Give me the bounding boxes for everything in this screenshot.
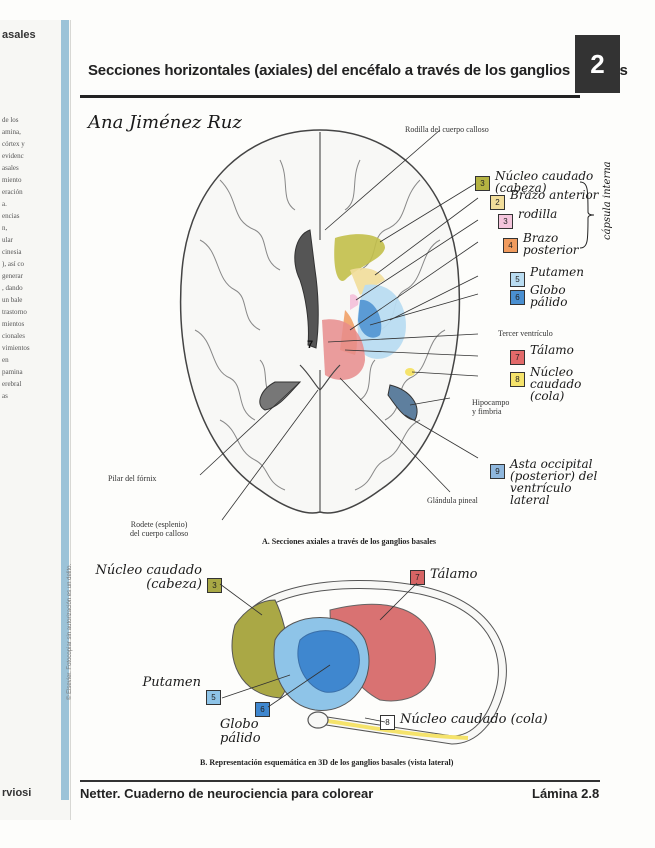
occipital-horn-right <box>387 384 418 421</box>
key-swatch-8: 8 <box>510 372 525 387</box>
globus-pallidus <box>358 299 382 338</box>
left-page-fragment: un bale <box>2 296 23 304</box>
left-page-edge: asales de los amina, córtex y evidenc asales… <box>0 20 71 820</box>
globus-pallidus-3d <box>297 630 360 693</box>
key-hand-label: Núcleo caudado (cola) <box>530 365 582 403</box>
key-hand-label-b: Núcleo caudado (cola) <box>400 712 548 727</box>
left-page-fragment: evidenc <box>2 152 24 160</box>
key-hand-label: Putamen <box>530 265 584 279</box>
key-swatch-2: 2 <box>490 195 505 210</box>
key-swatch-b-7: 7 <box>410 570 425 585</box>
book-title: Netter. Cuaderno de neurociencia para co… <box>80 786 374 801</box>
left-page-fragment: asales <box>2 164 19 172</box>
left-page-fragment: generar <box>2 272 23 280</box>
left-page-fragment: córtex y <box>2 140 25 148</box>
left-page-fragment: miento <box>2 176 22 184</box>
key-hand-label-b: Globo pálido <box>220 717 261 746</box>
footer-rule <box>80 780 600 782</box>
amygdala <box>307 711 329 729</box>
lateral-ventricle <box>294 229 319 349</box>
left-page-fragment: pamina <box>2 368 23 376</box>
key-hand-label: Asta occipital (posterior) del ventrícul… <box>510 457 598 507</box>
key-swatch-9: 9 <box>490 464 505 479</box>
thalamus <box>322 319 365 380</box>
key-hand-label-b: Núcleo caudado (cabeza) <box>95 563 202 592</box>
left-page-fragment: eración <box>2 188 23 196</box>
key-hand-label: Brazo anterior <box>510 188 599 202</box>
caudate-tail <box>405 368 415 376</box>
left-page-fragment: en <box>2 356 9 364</box>
page-title: Secciones horizontales (axiales) del enc… <box>88 62 628 79</box>
left-page-fragment: a. <box>2 200 7 208</box>
label-glandula-pineal: Glándula pineal <box>427 496 478 505</box>
key-swatch-3: 3 <box>475 176 490 191</box>
anterior-limb <box>350 268 385 295</box>
left-page-fragment: vimientos <box>2 344 30 352</box>
figure-a-caption: A. Secciones axiales a través de los gan… <box>262 537 436 546</box>
key-hand-label: Núcleo caudado (cabeza) <box>495 169 594 195</box>
plate-ref: Lámina 2.8 <box>532 786 600 801</box>
key-swatch-b-6: 6 <box>255 702 270 717</box>
key-swatch-5: 5 <box>510 272 525 287</box>
left-page-fragment: as <box>2 392 8 400</box>
ventricle-marker: 7 <box>307 339 313 351</box>
key-swatch-7: 7 <box>510 350 525 365</box>
label-pilar-fornix: Pilar del fórnix <box>108 474 157 483</box>
key-swatch-b-8: 8 <box>380 715 395 730</box>
student-name: Ana Jiménez Ruz <box>88 112 242 133</box>
page-gutter-strip <box>61 20 69 800</box>
label-tercer-ventriculo: Tercer ventrículo <box>498 329 553 338</box>
label-rodilla-cuerpo-calloso: Rodilla del cuerpo calloso <box>405 125 489 134</box>
key-hand-label: rodilla <box>518 207 558 221</box>
left-page-fragment: encias <box>2 212 20 220</box>
left-page-fragment: trastorno <box>2 308 27 316</box>
label-rodete: Rodete (esplenio) del cuerpo calloso <box>130 520 189 538</box>
left-page-fragment: cinesia <box>2 248 22 256</box>
label-hipocampo: Hipocampo y fimbria <box>472 398 510 416</box>
genu <box>350 294 359 310</box>
key-swatch-6: 6 <box>510 290 525 305</box>
left-page-fragment: n, <box>2 224 8 232</box>
header-rule <box>80 95 580 98</box>
key-swatch-4: 4 <box>503 238 518 253</box>
left-page-tab: asales <box>2 29 36 41</box>
left-page-fragment: mientos <box>2 320 25 328</box>
left-page-fragment: , dando <box>2 284 23 292</box>
left-page-fragment: cionales <box>2 332 25 340</box>
key-swatch-3: 3 <box>498 214 513 229</box>
left-page-fragment: erebral <box>2 380 22 388</box>
left-page-fragment: ), así co <box>2 260 24 268</box>
plate-number: 2 <box>575 35 620 93</box>
key-hand-label-b: Tálamo <box>430 567 478 582</box>
occipital-horn-left <box>259 381 302 411</box>
left-page-footer: rviosi <box>2 787 32 799</box>
key-hand-label: Brazo posterior <box>523 231 579 257</box>
left-page-fragment: ular <box>2 236 13 244</box>
key-hand-label: Tálamo <box>530 343 574 357</box>
figure-b-caption: B. Representación esquemática en 3D de l… <box>200 758 454 767</box>
caudate-head <box>334 234 385 281</box>
capsula-bracket <box>579 181 595 249</box>
left-page-fragment: amina, <box>2 128 21 136</box>
axial-section-figure: 7 <box>179 129 479 521</box>
key-hand-label-b: Putamen <box>142 675 202 690</box>
key-hand-label: Globo pálido <box>530 283 568 309</box>
key-swatch-b-5: 5 <box>206 690 221 705</box>
left-page-fragment: de los <box>2 116 19 124</box>
